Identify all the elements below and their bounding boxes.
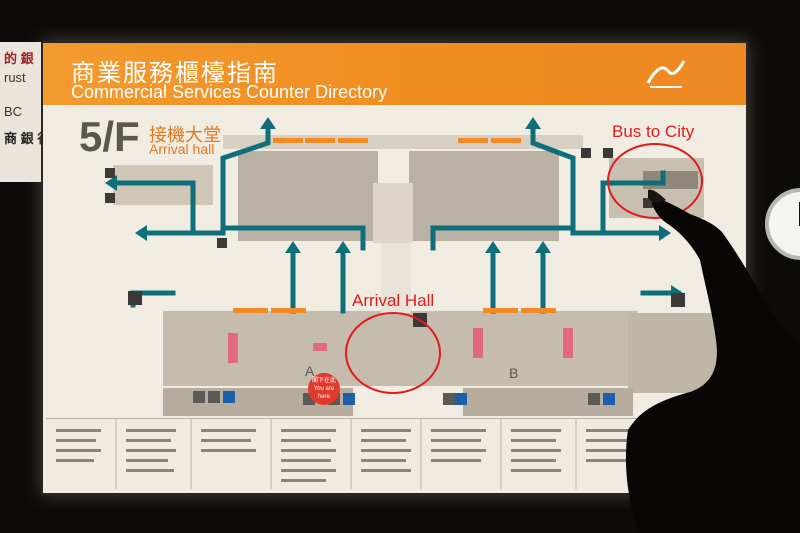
bank-sign-line-2: rust (4, 70, 26, 85)
board-header: 商業服務櫃檯指南 Commercial Services Counter Dir… (43, 43, 746, 105)
bank-sign-line-4: 商 銀 行 (4, 131, 51, 146)
floor-plan: A B (105, 117, 718, 416)
board-title-cn: 商業服務櫃檯指南 (71, 60, 279, 87)
bank-sign-line-3: BC (4, 104, 23, 119)
bank-sign-line-1: 的 銀 (4, 51, 34, 66)
hall-a-label: A (305, 363, 315, 379)
bus-to-city-annotation: Bus to City (612, 122, 695, 141)
board-title-en: Commercial Services Counter Directory (71, 82, 388, 102)
bus-to-city-circle (607, 143, 703, 219)
you-are-here-en: You are here (313, 386, 335, 400)
arrival-hall-circle (345, 312, 441, 394)
floor-number: 5/F (79, 113, 140, 160)
hall-b-label: B (509, 365, 518, 381)
arrival-hall-annotation: Arrival Hall (352, 291, 435, 310)
floor-name-en: Arrival hall (149, 141, 215, 157)
floor-name-cn: 接機大堂 (149, 125, 221, 145)
you-are-here-marker: 閣下在此 You are here (308, 373, 340, 405)
airport-logo-icon (646, 60, 686, 88)
directory-listing (46, 418, 742, 489)
you-are-here-cn: 閣下在此 (311, 378, 336, 384)
